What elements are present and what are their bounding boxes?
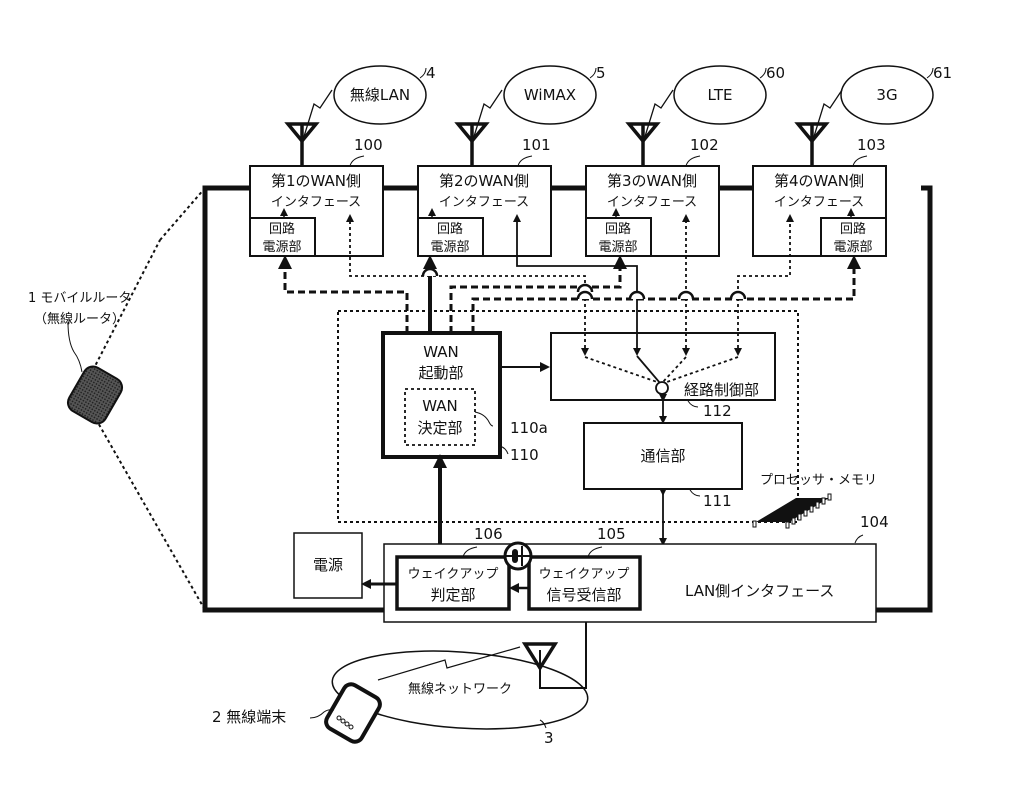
wan-ref: 103 (857, 136, 886, 154)
wan-decide-line1: WAN (422, 397, 458, 415)
network-ellipse (840, 65, 934, 125)
wan-ref: 100 (354, 136, 383, 154)
terminal-icon (324, 682, 382, 744)
comm-ref: 111 (703, 492, 732, 510)
network-label: 3G (876, 86, 897, 104)
comm-label: 通信部 (640, 447, 685, 465)
power-control-lines (278, 208, 861, 355)
wan-subtitle: インタフェース (774, 195, 864, 210)
network-0: 無線LAN 4 (284, 64, 436, 166)
network-1: WiMAX 5 (454, 64, 606, 166)
power-line2: 電源部 (262, 240, 301, 255)
power-line1: 回路 (605, 221, 631, 237)
lan-if-label: LAN側インタフェース (685, 582, 834, 600)
wakeup-recv-ref: 105 (597, 525, 626, 543)
wan-title: 第3のWAN側 (607, 172, 697, 190)
wan-decide-unit (404, 388, 476, 446)
power-line1: 回路 (437, 221, 463, 237)
processor-memory-boundary (337, 310, 799, 523)
power-supply: 電源 (293, 532, 363, 599)
mobile-router: 1 モバイルルータ （無線ルータ） (28, 187, 206, 611)
router-line1: 1 モバイルルータ (28, 291, 131, 306)
network-ellipse (673, 65, 767, 125)
wakeup-judge-ref: 106 (474, 525, 503, 543)
crossover-arcs (421, 267, 747, 300)
network-ref: 61 (933, 64, 952, 82)
wireless-network-label: 無線ネットワーク (408, 681, 512, 697)
wan-subtitle: インタフェース (439, 195, 529, 210)
wakeup-judge-line1: ウェイクアップ (408, 567, 499, 582)
wan-start-line2: 起動部 (418, 364, 463, 382)
wan-subtitle: インタフェース (271, 195, 361, 210)
wakeup-recv-line1: ウェイクアップ (539, 567, 630, 582)
communication-unit: 通信部 111 (583, 422, 743, 510)
wireless-network-ref: 3 (544, 729, 554, 747)
network-ellipse (333, 65, 427, 125)
router-icon (66, 365, 124, 425)
network-ref: 5 (596, 64, 606, 82)
wan-decide-ref: 110a (510, 419, 548, 437)
network-ellipse (503, 65, 597, 125)
power-line2: 電源部 (598, 240, 637, 255)
route-switch-node (655, 381, 669, 395)
wan-ref: 101 (522, 136, 551, 154)
network-label: 無線LAN (350, 86, 410, 104)
wakeup-judge-line2: 判定部 (430, 586, 475, 604)
circuit-power-unit (820, 217, 887, 257)
wan-ref: 102 (690, 136, 719, 154)
network-2: LTE 60 (625, 64, 785, 166)
processor-memory-label: プロセッサ・メモリ (760, 473, 877, 488)
network-3: 3G 61 (794, 64, 952, 166)
wan-decide-line2: 決定部 (417, 419, 462, 437)
wan-title: 第2のWAN側 (439, 172, 529, 190)
route-control-ref: 112 (703, 402, 732, 420)
circuit-power-unit (585, 217, 652, 257)
route-control-label: 経路制御部 (684, 381, 759, 399)
wan-title: 第4のWAN側 (774, 172, 864, 190)
wireless-terminal: 2 無線端末 (212, 682, 382, 744)
switch-symbol (503, 541, 533, 571)
lan-if-ref: 104 (860, 513, 889, 531)
network-label: WiMAX (524, 86, 576, 104)
wan-start-unit: WAN 起動部 WAN 決定部 110a 110 (381, 331, 548, 464)
power-line2: 電源部 (430, 240, 469, 255)
network-label: LTE (708, 86, 733, 104)
wan-subtitle: インタフェース (607, 195, 697, 210)
network-ref: 60 (766, 64, 785, 82)
power-label: 電源 (313, 556, 343, 574)
wakeup-recv-line2: 信号受信部 (546, 586, 621, 604)
wan-title: 第1のWAN側 (271, 172, 361, 190)
network-ref: 4 (426, 64, 436, 82)
router-frame (202, 185, 933, 613)
power-line1: 回路 (840, 221, 866, 237)
wakeup-judge-unit: ウェイクアップ 判定部 106 (395, 525, 511, 611)
circuit-power-unit (417, 217, 484, 257)
power-line1: 回路 (269, 221, 295, 237)
router-line2: （無線ルータ） (34, 311, 125, 327)
wan-start-ref: 110 (510, 446, 539, 464)
route-control-unit: 経路制御部 112 (550, 332, 776, 420)
wireless-network: 無線ネットワーク 3 (331, 622, 589, 747)
processor-memory-chip: プロセッサ・メモリ (752, 473, 877, 529)
wakeup-receiver-unit: ウェイクアップ 信号受信部 105 (527, 525, 642, 611)
power-line2: 電源部 (833, 240, 872, 255)
wan-start-line1: WAN (423, 343, 459, 361)
terminal-label: 2 無線端末 (212, 708, 286, 726)
